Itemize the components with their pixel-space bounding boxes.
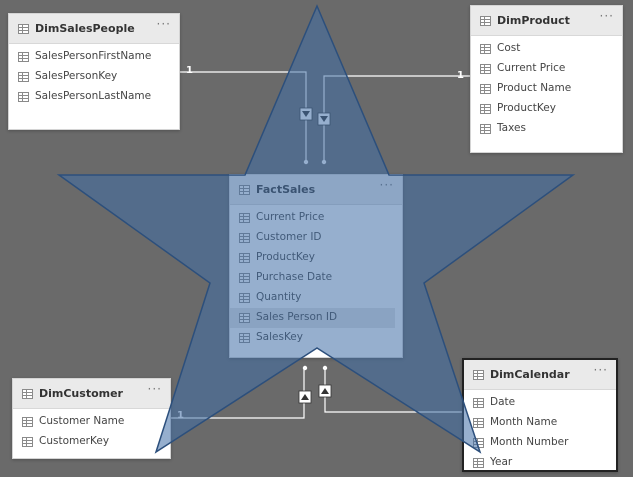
- field-grid-icon: [22, 437, 33, 447]
- many-side-dot-icon: [321, 159, 327, 165]
- filter-arrow-up-icon[interactable]: [298, 390, 312, 404]
- many-side-dot-icon: [322, 365, 328, 371]
- filter-arrow-down-icon[interactable]: [299, 107, 313, 121]
- field-grid-icon: [18, 52, 29, 62]
- table-grid-icon: [22, 389, 33, 399]
- cardinality-one-product: 1: [457, 70, 464, 81]
- table-grid-icon: [18, 24, 29, 34]
- field-row[interactable]: Year: [464, 453, 616, 473]
- cardinality-one-customer: 1: [177, 410, 184, 421]
- field-grid-icon: [22, 417, 33, 427]
- cardinality-one-salespeople: 1: [186, 65, 193, 76]
- many-side-dot-icon: [303, 159, 309, 165]
- field-grid-icon: [18, 72, 29, 82]
- many-side-dot-icon: [302, 365, 308, 371]
- more-options-icon[interactable]: ···: [599, 9, 614, 23]
- more-options-icon[interactable]: ···: [593, 363, 608, 377]
- field-grid-icon: [18, 92, 29, 102]
- field-label: Year: [490, 456, 513, 468]
- filter-arrow-up-icon[interactable]: [318, 384, 332, 398]
- field-grid-icon: [473, 458, 484, 468]
- filter-arrow-down-icon[interactable]: [317, 112, 331, 126]
